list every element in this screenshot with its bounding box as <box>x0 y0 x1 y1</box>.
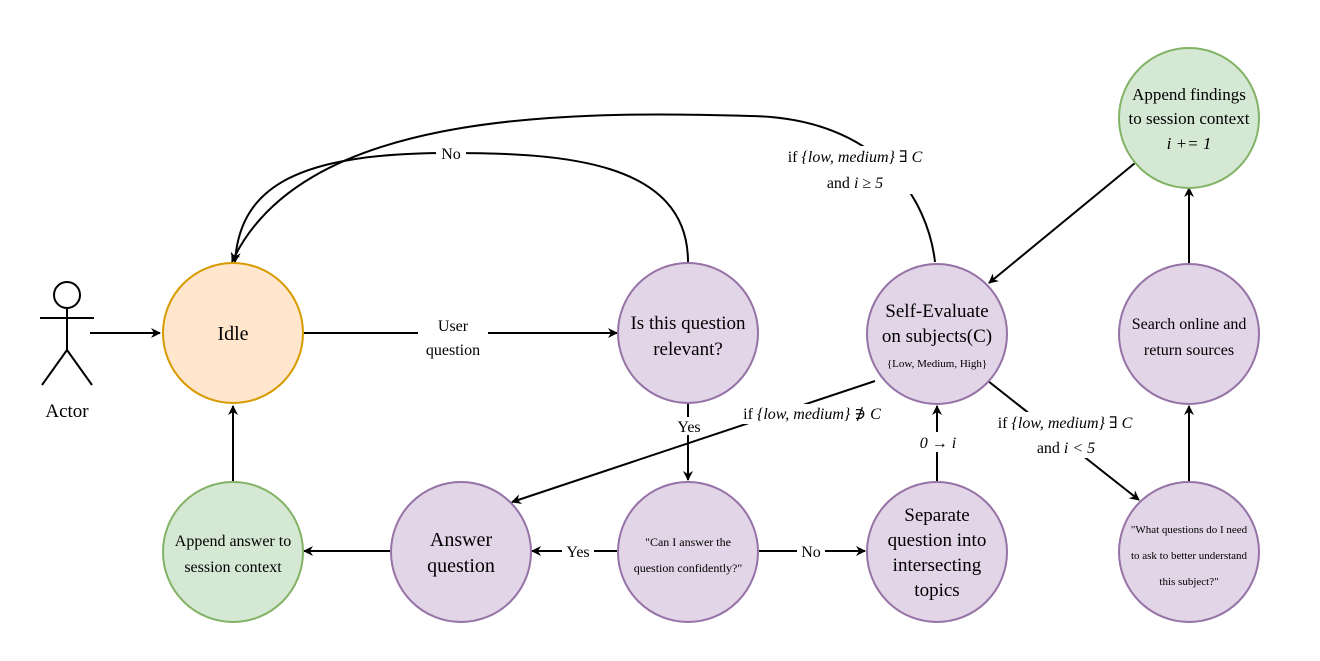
node-idle-label: Idle <box>217 323 248 345</box>
node-can-answer-line-2: question confidently?" <box>634 561 743 575</box>
edge-appendfindings-selfeval <box>988 162 1136 284</box>
edge-label-yes-relevant: Yes <box>677 419 700 436</box>
edge-label-loop-line-1: if {low, medium} ∃ C <box>998 415 1133 432</box>
edge-label-loop-line-2: and i < 5 <box>1037 440 1095 457</box>
edge-selfeval-answer <box>511 380 876 504</box>
node-append-findings-line-1: Append findings <box>1132 85 1246 104</box>
node-search-online-line-1: Search online and <box>1132 316 1247 333</box>
node-append-answer[interactable]: Append answer to session context <box>162 481 304 623</box>
actor-figure <box>40 281 94 386</box>
edge-label-exit-line-2: and i ≥ 5 <box>827 175 883 192</box>
node-append-findings-line-2: to session context <box>1129 109 1250 128</box>
node-what-questions-line-1: "What questions do I need <box>1131 524 1248 536</box>
edge-label-zero-to-i: 0 → i <box>920 435 956 452</box>
node-answer-question-line-2: question <box>427 555 495 577</box>
node-separate[interactable]: Separate question into intersecting topi… <box>866 481 1008 623</box>
edge-label-user-question-1: User <box>438 318 469 335</box>
actor-head <box>53 281 81 309</box>
edge-relevant-idle-no <box>230 151 689 263</box>
node-relevant[interactable]: Is this question relevant? <box>617 262 759 404</box>
node-append-findings[interactable]: Append findings to session context i += … <box>1118 47 1260 189</box>
node-relevant-line-2: relevant? <box>653 339 723 360</box>
node-can-answer[interactable]: "Can I answer the question confidently?" <box>617 481 759 623</box>
edge-label-user-question-2: question <box>426 342 480 359</box>
node-answer-question[interactable]: Answer question <box>390 481 532 623</box>
node-append-answer-line-2: session context <box>184 559 282 576</box>
node-append-findings-line-3: i += 1 <box>1167 134 1212 153</box>
node-separate-line-3: intersecting <box>893 555 982 576</box>
actor-label: Actor <box>45 401 89 422</box>
node-separate-line-1: Separate <box>904 505 969 526</box>
edge-label-not-contains: if {low, medium} ∌ C <box>743 406 881 423</box>
node-search-online-line-2: return sources <box>1144 342 1234 359</box>
node-separate-line-4: topics <box>914 580 959 601</box>
edge-label-exit-line-1: if {low, medium} ∃ C <box>788 149 923 166</box>
node-append-answer-line-1: Append answer to <box>175 533 291 550</box>
node-answer-question-line-1: Answer <box>430 529 493 551</box>
node-can-answer-line-1: "Can I answer the <box>645 535 731 549</box>
edge-label-no-answer: No <box>801 544 821 561</box>
node-self-evaluate[interactable]: Self-Evaluate on subjects(C) {Low, Mediu… <box>866 263 1008 405</box>
node-relevant-line-1: Is this question <box>630 313 746 334</box>
node-separate-line-2: question into <box>888 530 987 551</box>
edge-label-no-relevant: No <box>441 146 461 163</box>
node-what-questions-line-3: this subject?" <box>1159 576 1218 588</box>
node-self-evaluate-line-1: Self-Evaluate <box>885 301 988 322</box>
edge-label-yes-answer: Yes <box>566 544 589 561</box>
node-what-questions[interactable]: "What questions do I need to ask to bett… <box>1118 481 1260 623</box>
node-search-online[interactable]: Search online and return sources <box>1118 263 1260 405</box>
node-idle[interactable]: Idle <box>162 262 304 404</box>
node-self-evaluate-subtext: {Low, Medium, High} <box>887 358 987 370</box>
node-self-evaluate-line-2: on subjects(C) <box>882 326 992 347</box>
node-what-questions-line-2: to ask to better understand <box>1131 550 1248 562</box>
